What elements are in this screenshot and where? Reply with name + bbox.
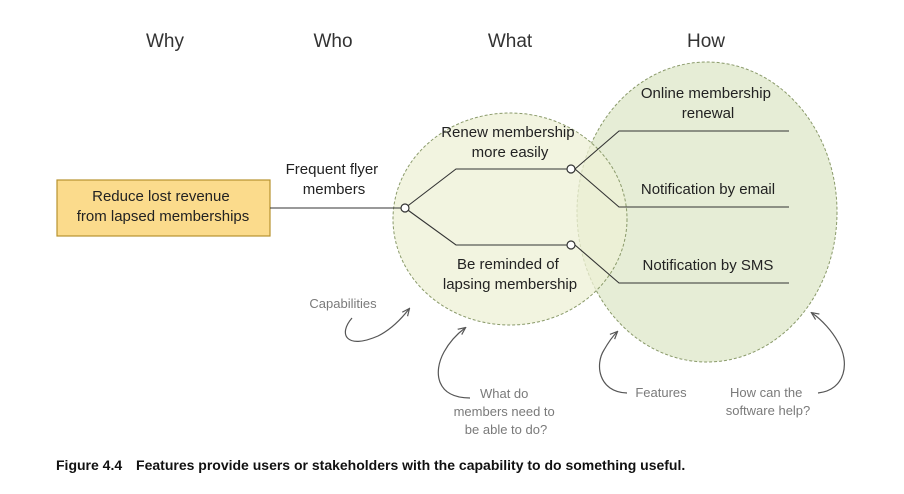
what-question-arrow xyxy=(437,328,471,399)
capability-2-to-feature-3-line xyxy=(574,244,789,284)
how-question-arrow xyxy=(812,313,845,394)
actor-label: Frequent flyer members xyxy=(286,161,383,198)
capability-1-to-feature-2-line xyxy=(574,168,789,208)
feature-2-label: Notification by email xyxy=(641,181,775,198)
how-question-annotation: How can the software help? xyxy=(726,385,811,418)
figure-caption-text: Features provide users or stakeholders w… xyxy=(136,457,686,473)
goal-text: Reduce lost revenue from lapsed membersh… xyxy=(77,188,250,225)
capability-1-node xyxy=(566,164,576,174)
actor-node xyxy=(400,203,410,213)
actor-to-capability-1-line xyxy=(404,168,567,209)
header-who: Who xyxy=(313,31,352,52)
feature-1-label: Online membership renewal xyxy=(641,85,775,122)
actor-to-capability-2-line xyxy=(404,207,567,246)
header-how: How xyxy=(687,31,725,52)
what-question-annotation: What do members need to be able to do? xyxy=(454,386,559,437)
goal-box xyxy=(56,179,271,237)
features-arrow xyxy=(598,332,628,394)
feature-3-label: Notification by SMS xyxy=(643,257,774,274)
header-what: What xyxy=(488,31,533,52)
capabilities-annotation: Capabilities xyxy=(309,296,377,311)
header-why: Why xyxy=(146,31,185,52)
capability-2-node xyxy=(566,240,576,250)
capabilities-arrow xyxy=(344,309,409,342)
capability-1-label: Renew membership more easily xyxy=(441,124,579,161)
features-annotation: Features xyxy=(635,385,687,400)
figure-caption: Figure 4.4 Features provide users or sta… xyxy=(56,457,685,473)
capability-1-to-feature-1-line xyxy=(574,130,789,170)
capability-2-label: Be reminded of lapsing membership xyxy=(443,256,577,293)
figure-number: Figure 4.4 xyxy=(56,457,123,473)
